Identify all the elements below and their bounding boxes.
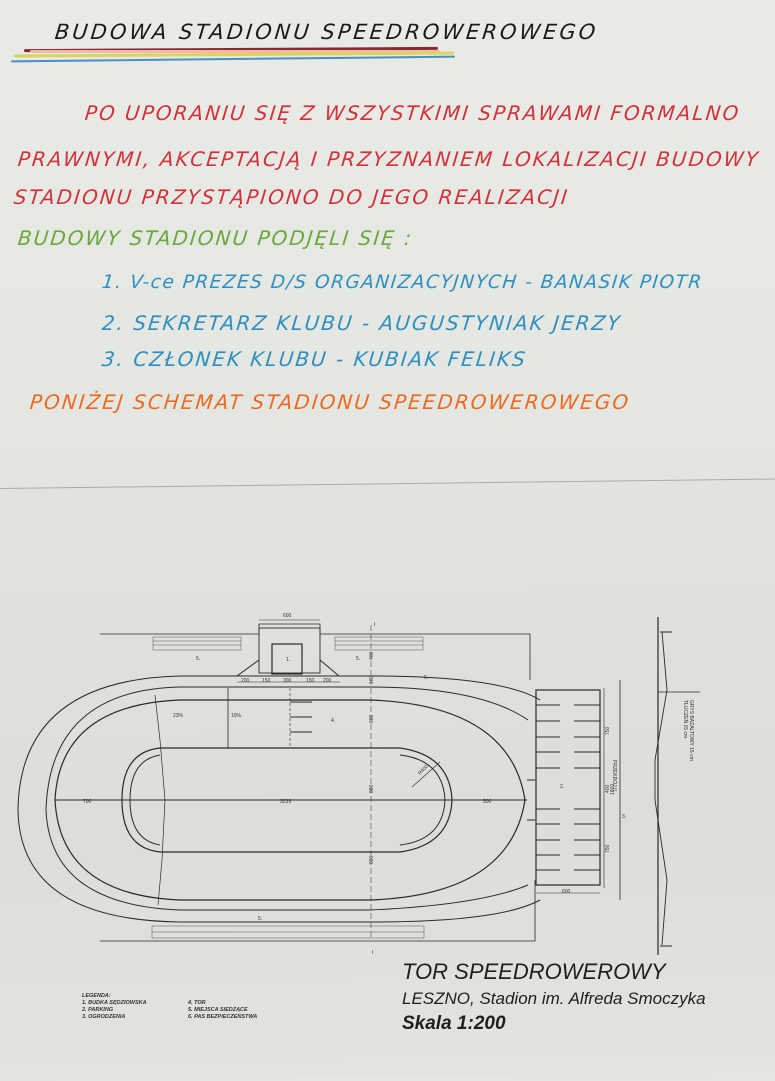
plan-legend: LEGENDA: 1. BUDKA SĘDZIOWSKA 2. PARKING …	[82, 993, 257, 1021]
caption-title: TOR SPEEDROWEROWY	[402, 959, 666, 984]
stadium-plan: 600 200 150 300 150 200 1. 5. 5. 5. 6. 4…	[0, 600, 775, 980]
dim-stand-depth: 400	[369, 651, 375, 660]
dim-right-runout: 500	[483, 799, 492, 805]
profile-note-2: TŁUCZEŃ 15 cm	[682, 700, 689, 738]
dim-inner-radius: R400	[417, 764, 430, 777]
legend-item: 1. BUDKA SĘDZIOWSKA	[82, 1000, 147, 1006]
dim-bottom-3: 300	[283, 678, 292, 684]
dim-bottom-4: 150	[306, 678, 315, 684]
dim-parking-gap: 400	[605, 784, 611, 793]
caption-scale: Skala 1:200	[402, 1013, 506, 1034]
label-seats-top-left: 5.	[196, 656, 200, 662]
intro-line-1: PO UPORANIU SIĘ Z WSZYSTKIMI SPRAWAMI FO…	[83, 101, 742, 125]
legend-item: 4. TOR	[188, 1000, 206, 1006]
dim-bottom-2: 150	[262, 678, 271, 684]
dim-safety-strip: 100	[369, 675, 375, 684]
section-marker-top: I	[374, 622, 375, 628]
legend-item: 3. OGRODZENIA	[82, 1014, 126, 1020]
dim-parking-upper: 750	[605, 726, 611, 735]
builders-heading: BUDOWY STADIONU PODJĘLI SIĘ :	[16, 226, 415, 250]
dim-bottom-1: 200	[241, 678, 250, 684]
builder-item-2: 2. SEKRETARZ KLUBU - AUGUSTYNIAK JERZY	[100, 311, 623, 335]
page-title: BUDOWA STADIONU SPEEDROWEROWEGO	[53, 20, 600, 44]
builder-item-1: 1. V-ce PREZES D/S ORGANIZACYJNYCH - BAN…	[100, 272, 704, 293]
dim-infield-center: 800	[369, 784, 375, 793]
label-booth: 1.	[286, 657, 290, 663]
legend-item: 6. PAS BEZPIECZEŃSTWA	[188, 1014, 258, 1020]
profile-title: PRZEKRÓJ II	[611, 760, 618, 791]
label-parking: 2.	[560, 784, 564, 790]
label-seats-top-right: 5.	[356, 656, 360, 662]
dim-parking-total: 1800	[610, 784, 616, 795]
dim-left-runout: 700	[83, 799, 92, 805]
profile-note-1: GRYS BAZALTOWY 15 cm	[688, 700, 694, 761]
builder-item-3: 3. CZŁONEK KLUBU - KUBIAK FELIKS	[100, 347, 529, 371]
section-marker-bottom: I	[372, 950, 373, 956]
legend-item: 5. MIEJSCA SIEDZĄCE	[188, 1007, 248, 1013]
intro-line-3: STADIONU PRZYSTĄPIONO DO JEGO REALIZACJI	[12, 185, 571, 209]
label-track: 4.	[331, 718, 335, 724]
dim-gradient-outer: 23%	[173, 713, 184, 719]
label-fence: 3.	[622, 814, 626, 820]
dim-booth-width: 600	[283, 613, 292, 619]
stadium-plan-drawing: 600 200 150 300 150 200 1. 5. 5. 5. 6. 4…	[17, 613, 700, 956]
legend-heading: LEGENDA:	[82, 993, 111, 999]
upper-sheet	[0, 0, 775, 492]
dim-parking-width: 600	[562, 889, 571, 895]
dim-parking-lower: 750	[605, 844, 611, 853]
dim-infield-upper: 600	[369, 714, 375, 723]
schema-intro: PONIŻEJ SCHEMAT STADIONU SPEEDROWEROWEGO	[28, 390, 632, 414]
dim-bottom-5: 200	[323, 678, 332, 684]
label-seats-bottom: 5.	[258, 916, 262, 922]
label-safety-belt: 6.	[424, 675, 428, 681]
caption-location: LESZNO, Stadion im. Alfreda Smoczyka	[402, 989, 706, 1008]
dim-straight-length: 3239	[280, 799, 291, 805]
dim-gradient-inner: 10%	[231, 713, 242, 719]
legend-item: 2. PARKING	[82, 1007, 114, 1013]
plan-caption: TOR SPEEDROWEROWY LESZNO, Stadion im. Al…	[402, 958, 706, 1037]
intro-line-2: PRAWNYMI, AKCEPTACJĄ I PRZYZNANIEM LOKAL…	[16, 147, 761, 171]
underline-stripe-pink	[30, 50, 440, 53]
dim-infield-lower: 600	[369, 855, 375, 864]
